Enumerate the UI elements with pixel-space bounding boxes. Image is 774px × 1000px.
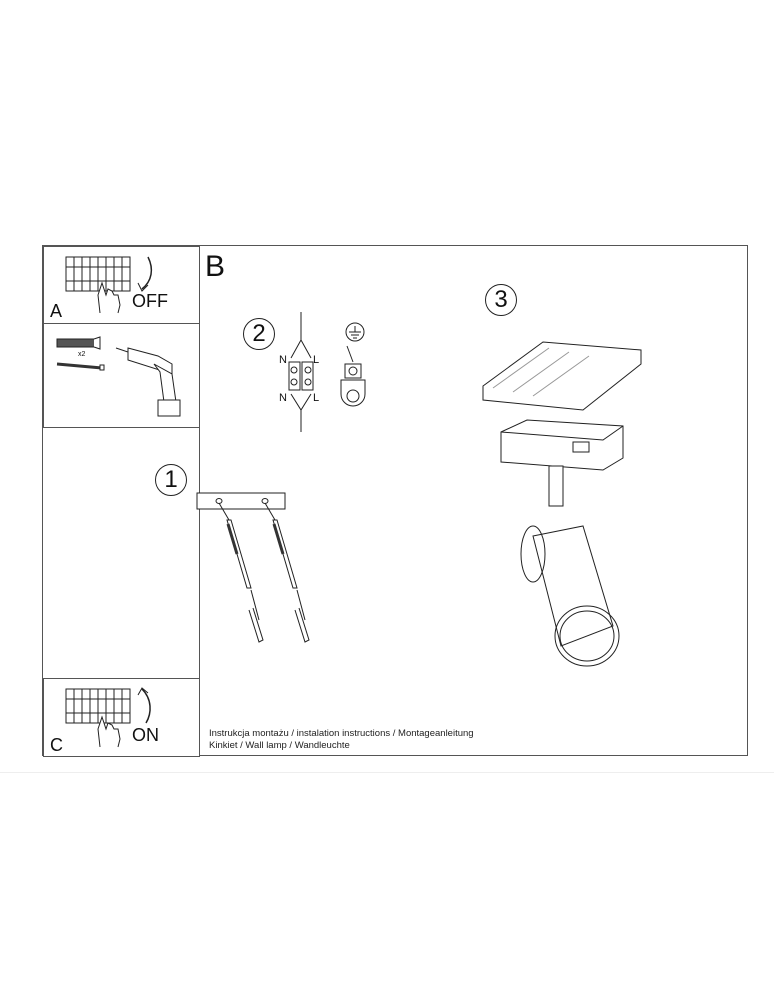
- panel-tools: x2: [43, 323, 200, 428]
- step-2-badge: 2: [243, 318, 275, 350]
- panel-c-power-on: C ON: [43, 678, 200, 757]
- drill-icon: [115, 347, 181, 417]
- wall-plug-icon: [56, 336, 101, 350]
- step-1-badge: 1: [155, 464, 187, 496]
- panel-c-letter: C: [50, 735, 63, 755]
- arrow-up-icon: [137, 687, 151, 724]
- live-top-label: L: [313, 354, 320, 366]
- page-edge: [0, 772, 774, 773]
- neutral-bottom-label: N: [279, 392, 287, 404]
- circuit-breaker-icon: [65, 256, 131, 292]
- panel-b-letter: B: [205, 250, 226, 283]
- caption-product-type: Kinkiet / Wall lamp / Wandleuchte: [209, 740, 350, 751]
- step-3-badge: 3: [485, 284, 517, 316]
- on-label: ON: [132, 725, 159, 745]
- off-label: OFF: [132, 291, 168, 311]
- ground-connector-icon: [340, 322, 366, 407]
- hand-icon: [97, 281, 121, 314]
- panel-b-divider: [199, 246, 200, 679]
- lamp-assembly-diagram: [482, 341, 642, 667]
- arrow-down-icon: [137, 256, 153, 292]
- panel-a-letter: A: [50, 301, 63, 321]
- hand-icon: [97, 715, 121, 748]
- terminal-block-diagram: [288, 312, 314, 432]
- panel-a-power-off: A OFF: [43, 246, 200, 324]
- caption-instructions: Instrukcja montażu / instalation instruc…: [209, 728, 474, 739]
- quantity-label: x2: [78, 351, 86, 358]
- mounting-plate-drilling-diagram: [196, 492, 310, 643]
- instruction-sheet: A OFF x2 B 2 N L N L: [42, 245, 748, 757]
- circuit-breaker-icon: [65, 688, 131, 724]
- neutral-top-label: N: [279, 354, 287, 366]
- screw-icon: [56, 362, 105, 371]
- live-bottom-label: L: [313, 392, 320, 404]
